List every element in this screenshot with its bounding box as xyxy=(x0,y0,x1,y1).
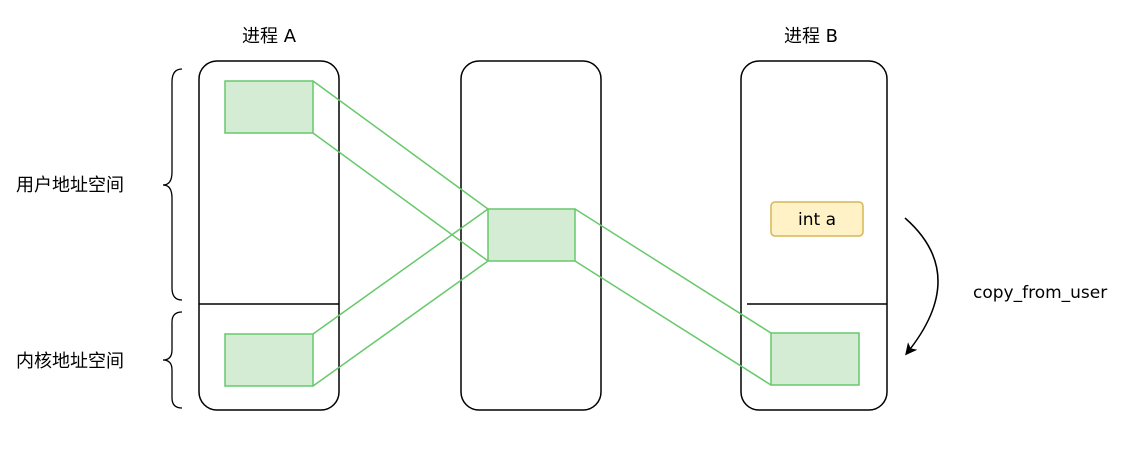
map-line-a-kernel-top xyxy=(312,208,489,335)
copy-from-user-label: copy_from_user xyxy=(973,283,1107,303)
user-space-label: 用户地址空间 xyxy=(16,175,124,196)
process-a-user-block xyxy=(224,80,314,134)
mapping-lines xyxy=(312,80,772,387)
physical-page-block xyxy=(487,208,576,262)
variable-label: int a xyxy=(798,210,836,230)
copy-arrow xyxy=(904,217,939,356)
kernel-space-label: 内核地址空间 xyxy=(16,351,124,372)
process-b-title: 进程 B xyxy=(784,26,838,47)
map-line-b-kernel-bottom xyxy=(574,260,772,386)
map-line-a-user-top xyxy=(312,80,489,210)
kernel-space-brace xyxy=(162,311,183,409)
process-a-title: 进程 A xyxy=(242,26,297,47)
map-line-a-user-bottom xyxy=(312,132,489,262)
user-space-brace xyxy=(162,68,183,301)
map-line-a-kernel-bottom xyxy=(312,260,489,387)
map-line-b-kernel-top xyxy=(574,208,772,334)
process-b-kernel-block xyxy=(770,332,860,386)
process-a-kernel-block xyxy=(224,333,314,387)
variable-box xyxy=(770,201,864,237)
process-a-box xyxy=(198,60,340,411)
